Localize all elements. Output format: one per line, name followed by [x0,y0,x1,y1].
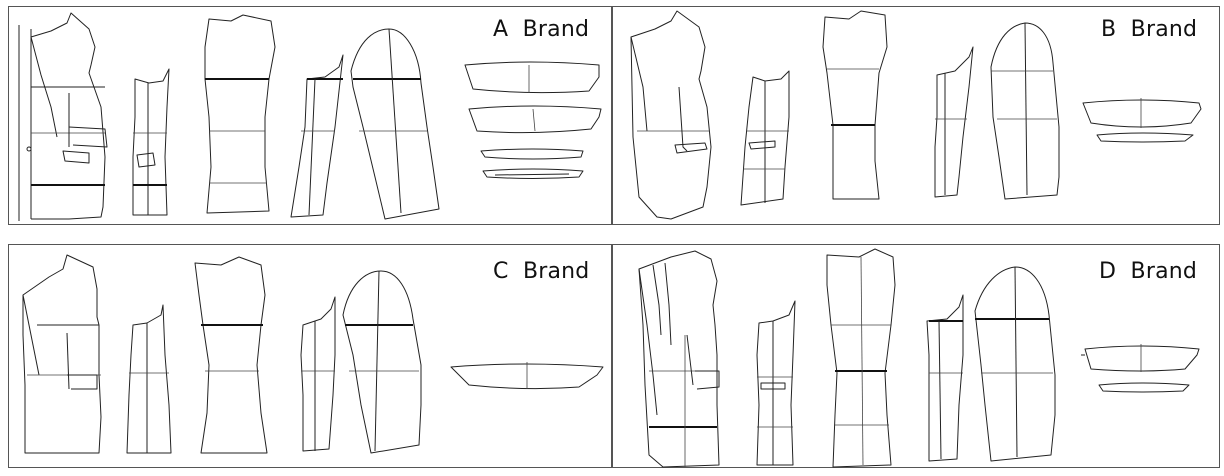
top-sleeve-piece [974,266,1056,462]
side-panel-piece [126,304,172,454]
panel-c-label: C Brand [493,259,590,284]
back-panel-piece [204,14,276,214]
under-sleeve-piece [934,46,974,198]
top-sleeve-piece [990,22,1060,200]
panel-b-label: B Brand [1101,17,1198,42]
collar-pieces [1082,98,1202,143]
back-panel-piece [194,256,268,454]
back-panel-piece [826,248,896,468]
front-panel-piece [630,10,712,220]
front-panel-piece [638,250,720,468]
top-sleeve-piece [342,270,422,454]
panel-a-pattern-drawing [18,12,602,221]
panel-a-brand: A Brand [8,6,612,225]
under-sleeve-piece [300,296,336,452]
back-panel-piece [822,10,888,200]
panel-c-pattern-drawing [22,254,604,454]
side-panel-piece [756,300,796,466]
panel-b-brand: B Brand [612,6,1220,225]
panel-d-pattern-drawing [638,248,1200,468]
panel-d-label: D Brand [1099,259,1198,284]
panel-d-brand: D Brand [612,244,1220,468]
collar-piece [450,362,604,390]
panel-c-brand: C Brand [8,244,612,468]
collar-pieces [1081,344,1200,393]
front-panel-piece [22,254,102,454]
side-panel-piece [740,70,790,206]
panel-a-label: A Brand [493,17,590,42]
collar-pieces [464,61,602,179]
front-panel-piece [18,12,108,221]
under-sleeve-piece [926,294,964,462]
top-sleeve-piece [350,28,440,220]
under-sleeve-piece [290,54,344,218]
panel-b-pattern-drawing [630,10,1202,220]
side-panel-piece [132,68,170,216]
